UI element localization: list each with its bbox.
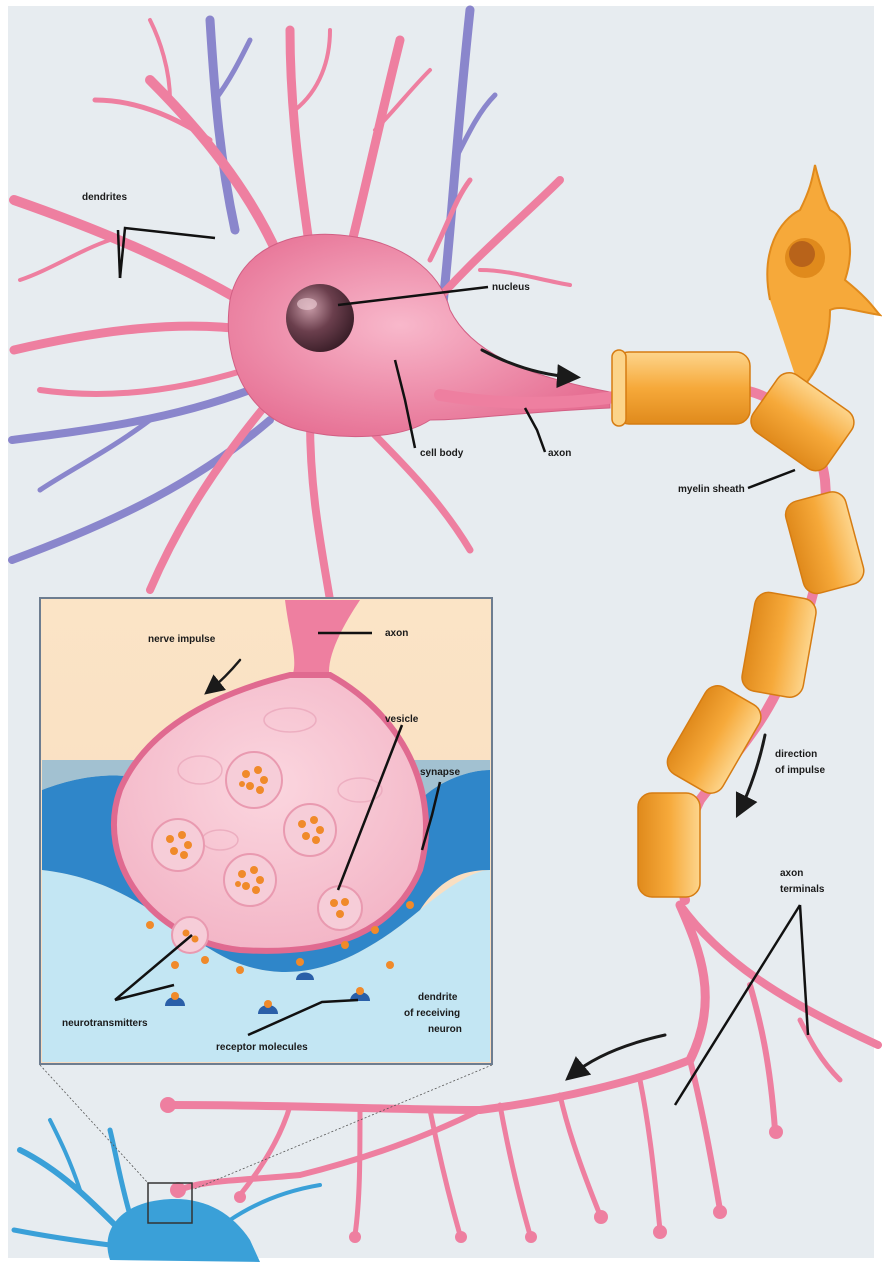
label-cell-body: cell body	[420, 448, 464, 459]
label-direction-of-impulse-2: of impulse	[775, 765, 825, 776]
label-receptor-molecules: receptor molecules	[216, 1042, 308, 1053]
label-axon-inset: axon	[385, 628, 408, 639]
label-dendrite-receiving-3: neuron	[428, 1024, 462, 1035]
label-neurotransmitters: neurotransmitters	[62, 1018, 148, 1029]
label-dendrites: dendrites	[82, 192, 127, 203]
label-vesicle: vesicle	[385, 714, 419, 725]
label-axon-main: axon	[548, 448, 571, 459]
label-axon-terminals-2: terminals	[780, 884, 825, 895]
label-axon-terminals-1: axon	[780, 868, 803, 879]
label-nucleus: nucleus	[492, 282, 530, 293]
label-synapse: synapse	[420, 767, 460, 778]
label-dendrite-receiving-1: dendrite	[418, 992, 458, 1003]
label-myelin-sheath: myelin sheath	[678, 484, 745, 495]
label-direction-of-impulse-1: direction	[775, 749, 817, 760]
label-nerve-impulse: nerve impulse	[148, 634, 216, 645]
nucleus-highlight	[297, 298, 317, 310]
nucleus	[286, 284, 354, 352]
label-dendrite-receiving-2: of receiving	[404, 1008, 460, 1019]
